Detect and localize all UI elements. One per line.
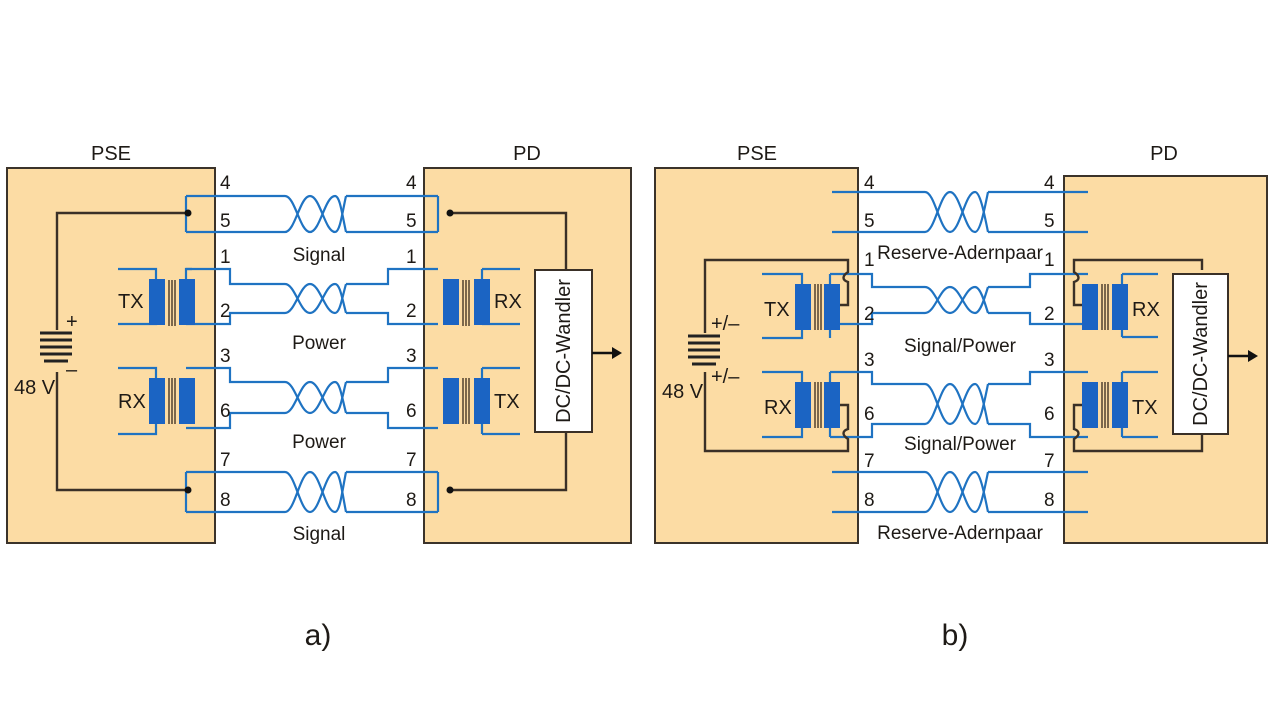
junction-dot (446, 209, 454, 217)
junction-dot (184, 209, 192, 217)
pin-label: 5 (864, 211, 875, 232)
pair-label: Signal (293, 524, 346, 545)
pin-label: 1 (864, 250, 875, 271)
pd-tx-transformer-b (1082, 370, 1158, 439)
pair-7-8-a (184, 470, 440, 514)
pin-label: 4 (864, 173, 875, 194)
pd-label-a: PD (513, 143, 541, 165)
dc-supply-wire-b (703, 258, 850, 333)
pin-label: 7 (406, 450, 417, 471)
pin-label: 3 (406, 346, 417, 367)
pse-rx-transformer-b (762, 370, 840, 439)
pin-label: 6 (220, 401, 231, 422)
pse-tx-label-b: TX (764, 299, 790, 321)
pair-label: Reserve-Adernpaar (877, 243, 1043, 264)
pin-label: 3 (220, 346, 231, 367)
pin-label: 6 (1044, 404, 1055, 425)
pin-label: 2 (1044, 304, 1055, 325)
pin-label: 2 (864, 304, 875, 325)
dc-dc-converter-a (534, 269, 593, 433)
pair-4-5-b (832, 190, 1088, 234)
pse-tx-transformer-b (762, 272, 840, 340)
pin-label: 1 (406, 247, 417, 268)
pse-tx-label-a: TX (118, 291, 144, 313)
pse-box-b (654, 167, 859, 544)
pse-rx-label-a: RX (118, 391, 146, 413)
pin-label: 5 (220, 211, 231, 232)
pin-label: 1 (220, 247, 231, 268)
pd-label-b: PD (1150, 143, 1178, 165)
pse-tx-transformer-a (118, 267, 195, 326)
pd-box-a (423, 167, 632, 544)
pse-label-b: PSE (737, 143, 777, 165)
pair-label: Power (292, 432, 347, 453)
pd-rx-label-b: RX (1132, 299, 1160, 321)
dc-load-return-wire-b (1072, 403, 1204, 453)
dc-load-wire-b (1072, 258, 1204, 307)
pin-label: 5 (1044, 211, 1055, 232)
pin-label: 5 (406, 211, 417, 232)
dc-supply-wire-a (55, 211, 188, 492)
pin-label: 4 (220, 173, 231, 194)
pd-tx-label-a: TX (494, 391, 520, 413)
pin-label: 6 (406, 401, 417, 422)
pin-label: 2 (406, 301, 417, 322)
pd-tx-transformer-a (443, 366, 520, 436)
pair-label: Signal (293, 245, 346, 266)
pin-label: 2 (220, 301, 231, 322)
pse-rx-transformer-a (118, 366, 195, 436)
pair-label: Signal/Power (904, 434, 1017, 455)
pair-1-2-a (186, 267, 438, 326)
voltage-label-a: 48 V (14, 377, 56, 399)
pd-rx-transformer-b (1082, 272, 1158, 339)
pse-box-a (6, 167, 216, 544)
dc-load-wire-a (450, 211, 568, 492)
pin-label: 7 (1044, 451, 1055, 472)
pin-label: 6 (864, 404, 875, 425)
polarity-top: +/– (711, 313, 740, 335)
diagram-a: PSE PD (6, 143, 632, 652)
pin-label: 8 (406, 490, 417, 511)
pair-3-6-b (830, 370, 1088, 439)
pin-label: 8 (864, 490, 875, 511)
pair-label: Reserve-Adernpaar (877, 523, 1043, 544)
polarity-minus: – (66, 359, 78, 381)
caption-b: b) (942, 619, 969, 652)
polarity-plus: + (66, 311, 78, 333)
pd-tx-label-b: TX (1132, 397, 1158, 419)
junction-dot (184, 486, 192, 494)
pin-label: 3 (864, 350, 875, 371)
battery-icon (40, 331, 72, 363)
pd-rx-transformer-a (443, 267, 520, 326)
converter-label-a: DC/DC-Wandler (553, 279, 575, 423)
caption-a: a) (305, 619, 332, 652)
pair-1-2-b (830, 272, 1088, 326)
pair-label: Signal/Power (904, 336, 1017, 357)
battery-icon (688, 334, 720, 366)
pair-3-6-a (186, 366, 438, 430)
pin-label: 4 (406, 173, 417, 194)
pin-label: 3 (1044, 350, 1055, 371)
pse-label-a: PSE (91, 143, 131, 165)
dc-dc-converter-b (1172, 273, 1229, 435)
pin-label: 4 (1044, 173, 1055, 194)
pin-label: 1 (1044, 250, 1055, 271)
pin-label: 7 (864, 451, 875, 472)
junction-dot (446, 486, 454, 494)
dc-return-wire-b (703, 372, 850, 453)
diagram-b: PSE PD (654, 143, 1268, 652)
pin-label: 7 (220, 450, 231, 471)
pair-7-8-b (832, 470, 1088, 514)
pd-rx-label-a: RX (494, 291, 522, 313)
pin-label: 8 (1044, 490, 1055, 511)
polarity-bottom: +/– (711, 366, 740, 388)
pin-label: 8 (220, 490, 231, 511)
voltage-label-b: 48 V (662, 381, 704, 403)
pair-label: Power (292, 333, 347, 354)
pd-box-b (1063, 175, 1268, 544)
pair-4-5-a (184, 194, 440, 234)
converter-label-b: DC/DC-Wandler (1190, 282, 1212, 426)
pse-rx-label-b: RX (764, 397, 792, 419)
